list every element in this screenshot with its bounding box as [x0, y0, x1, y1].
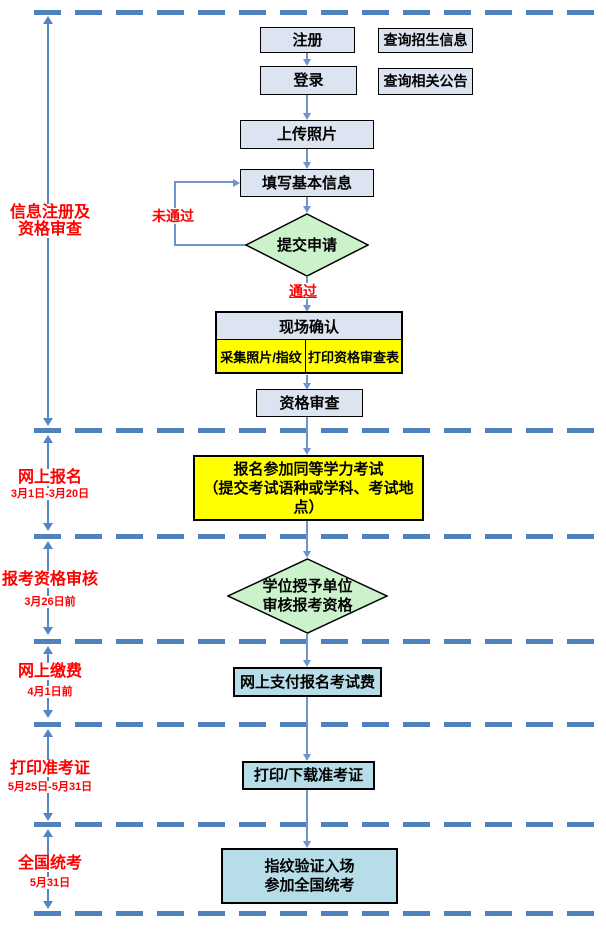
decision-degree-unit-review: 学位授予单位 审核报考资格: [227, 558, 388, 634]
node-register: 注册: [260, 27, 355, 53]
arrow-right-icon: [233, 179, 240, 187]
arrow-down-icon: [303, 448, 311, 455]
arrow-down-icon: [303, 206, 311, 213]
arrow-down-icon: [43, 523, 53, 531]
section-divider: [34, 428, 604, 433]
node-query-admission-info: 查询招生信息: [378, 28, 473, 53]
connector: [306, 95, 308, 114]
connector: [306, 697, 308, 755]
arrow-up-icon: [43, 435, 53, 443]
arrow-down-icon: [43, 901, 53, 909]
node-login: 登录: [260, 66, 357, 95]
arrow-down-icon: [303, 305, 311, 312]
section-label-registration: 信息注册及 资格审查: [8, 204, 91, 238]
section-divider: [34, 534, 604, 539]
arrow-down-icon: [43, 813, 53, 821]
timeline-arrow: [47, 653, 49, 711]
node-collect-photo-fingerprint: 采集照片/指纹: [217, 340, 306, 372]
node-national-exam: 指纹验证入场 参加全国统考: [221, 848, 398, 904]
timeline-arrow: [47, 548, 49, 628]
section-label-qualification-check: 报考资格审核 3月26日前: [0, 571, 99, 608]
arrow-down-icon: [303, 113, 311, 120]
connector: [306, 53, 308, 60]
arrow-down-icon: [303, 841, 311, 848]
arrow-down-icon: [303, 162, 311, 169]
node-fill-basic-info: 填写基本信息: [240, 169, 374, 197]
diamond-shape: [245, 213, 369, 277]
connector: [306, 790, 308, 842]
decision-submit-application: 提交申请: [245, 213, 369, 277]
connector: [306, 417, 308, 449]
arrow-up-icon: [43, 646, 53, 654]
node-upload-photo: 上传照片: [240, 120, 374, 149]
arrow-down-icon: [303, 754, 311, 761]
arrow-down-icon: [303, 660, 311, 667]
connector: [306, 149, 308, 163]
connector: [306, 375, 308, 385]
diamond-shape: [227, 558, 388, 634]
arrow-down-icon: [303, 551, 311, 558]
section-divider: [34, 822, 604, 827]
connector: [306, 197, 308, 207]
node-onsite-confirm-group: 现场确认 采集照片/指纹 打印资格审查表: [215, 311, 403, 374]
section-label-print-ticket: 打印准考证 5月25日-5月31日: [6, 760, 94, 793]
arrow-down-icon: [43, 418, 53, 426]
section-label-online-payment: 网上缴费 4月1日前: [16, 663, 83, 698]
connector: [306, 521, 308, 552]
arrow-down-icon: [43, 710, 53, 718]
node-pay-online: 网上支付报名考试费: [233, 667, 382, 697]
section-divider: [34, 10, 604, 15]
section-divider: [34, 639, 604, 644]
section-label-online-signup: 网上报名 3月1日-3月20日: [9, 469, 91, 500]
section-divider: [34, 722, 604, 727]
node-query-notices: 查询相关公告: [378, 68, 473, 95]
section-divider: [34, 911, 604, 916]
arrow-up-icon: [43, 16, 53, 24]
node-print-ticket: 打印/下载准考证: [242, 761, 375, 790]
connector: [174, 181, 234, 183]
node-onsite-confirm: 现场确认: [217, 313, 401, 340]
arrow-down-icon: [303, 383, 311, 390]
connector: [174, 244, 246, 246]
node-signup-exam: 报名参加同等学力考试 （提交考试语种或学科、考试地点）: [193, 455, 424, 521]
arrow-up-icon: [43, 729, 53, 737]
arrow-down-icon: [303, 59, 311, 66]
branch-label-not-passed: 未通过: [152, 208, 194, 224]
branch-label-passed: 通过: [289, 283, 317, 299]
section-label-national-exam: 全国统考 5月31日: [16, 855, 83, 889]
node-print-review-form: 打印资格审查表: [306, 340, 401, 372]
arrow-down-icon: [43, 627, 53, 635]
connector: [306, 634, 308, 661]
arrow-up-icon: [43, 541, 53, 549]
arrow-up-icon: [43, 829, 53, 837]
node-qualification-review: 资格审查: [256, 389, 363, 417]
